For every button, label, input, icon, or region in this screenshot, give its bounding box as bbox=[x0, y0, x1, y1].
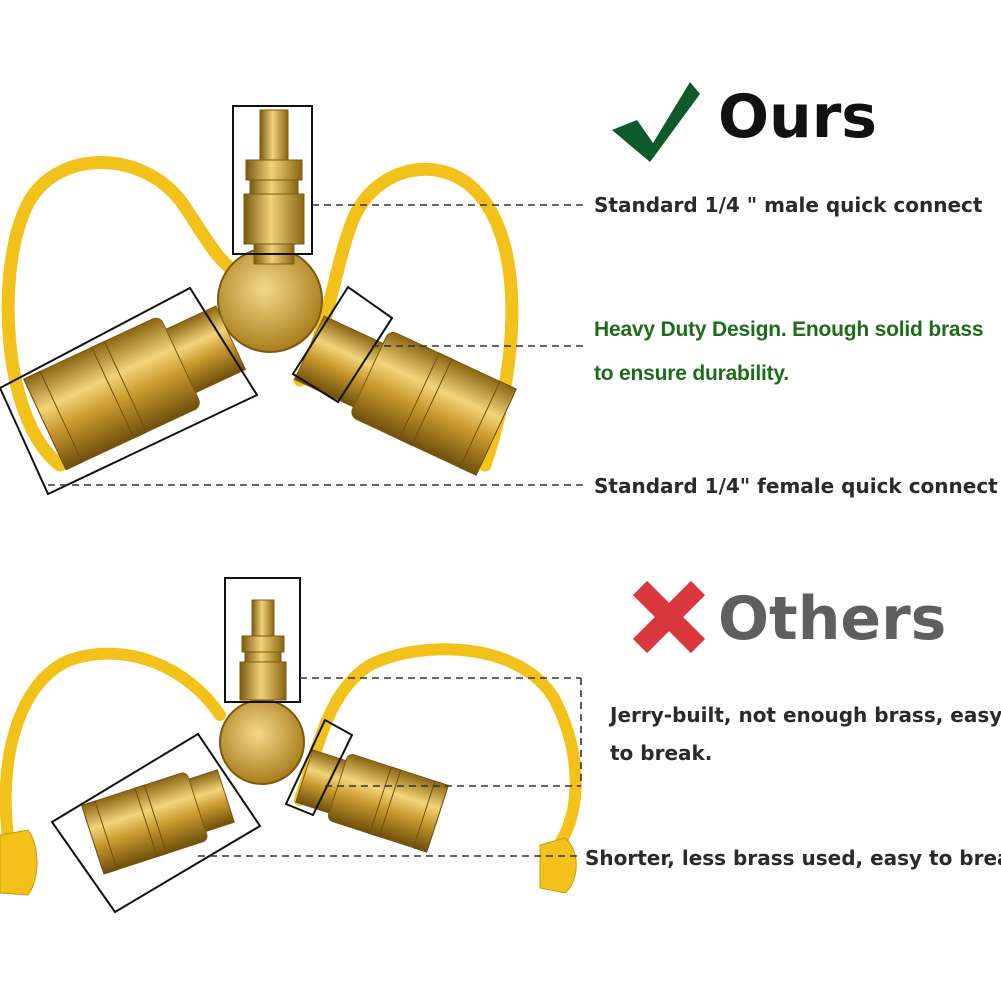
male-connect-label: Standard 1/4 " male quick connect bbox=[594, 193, 983, 217]
hose-right bbox=[293, 162, 519, 472]
male-plug-others bbox=[239, 599, 287, 701]
y-hub-others bbox=[219, 699, 305, 785]
dust-cap-right bbox=[539, 837, 577, 894]
right-others-highlight-frame bbox=[284, 718, 354, 817]
others-heading: Others bbox=[718, 584, 947, 654]
male-others-highlight-frame bbox=[224, 577, 301, 703]
left-others-highlight-frame bbox=[50, 732, 262, 914]
others-adapter-photo bbox=[0, 599, 582, 896]
ours-heading: Ours bbox=[718, 82, 878, 152]
female-coupler-right-others bbox=[295, 749, 449, 853]
female-coupler-left-others bbox=[81, 769, 235, 875]
female-coupler-right bbox=[293, 315, 517, 476]
female-connect-label: Standard 1/4" female quick connect bbox=[594, 474, 998, 498]
male-highlight-frame bbox=[232, 105, 313, 255]
hose-right-others bbox=[294, 643, 582, 856]
hose-left bbox=[1, 156, 247, 472]
cross-icon bbox=[632, 580, 706, 654]
heavy-duty-label-line2: to ensure durability. bbox=[594, 362, 789, 385]
dust-cap-left bbox=[0, 829, 38, 896]
shorter-brass-label: Shorter, less brass used, easy to break bbox=[585, 846, 1001, 870]
female-coupler-left bbox=[23, 305, 247, 471]
left-coupler-highlight-frame bbox=[0, 286, 259, 496]
check-icon bbox=[612, 82, 700, 162]
male-plug bbox=[243, 109, 305, 265]
jerry-built-label-line2: to break. bbox=[610, 741, 713, 765]
hose-left-others bbox=[0, 647, 226, 856]
ours-adapter-photo bbox=[1, 109, 519, 476]
heavy-duty-label-line1: Heavy Duty Design. Enough solid brass bbox=[594, 318, 984, 341]
right-coupler-highlight-frame bbox=[291, 285, 394, 404]
jerry-built-label-line1: Jerry-built, not enough brass, easy bbox=[610, 703, 1001, 727]
